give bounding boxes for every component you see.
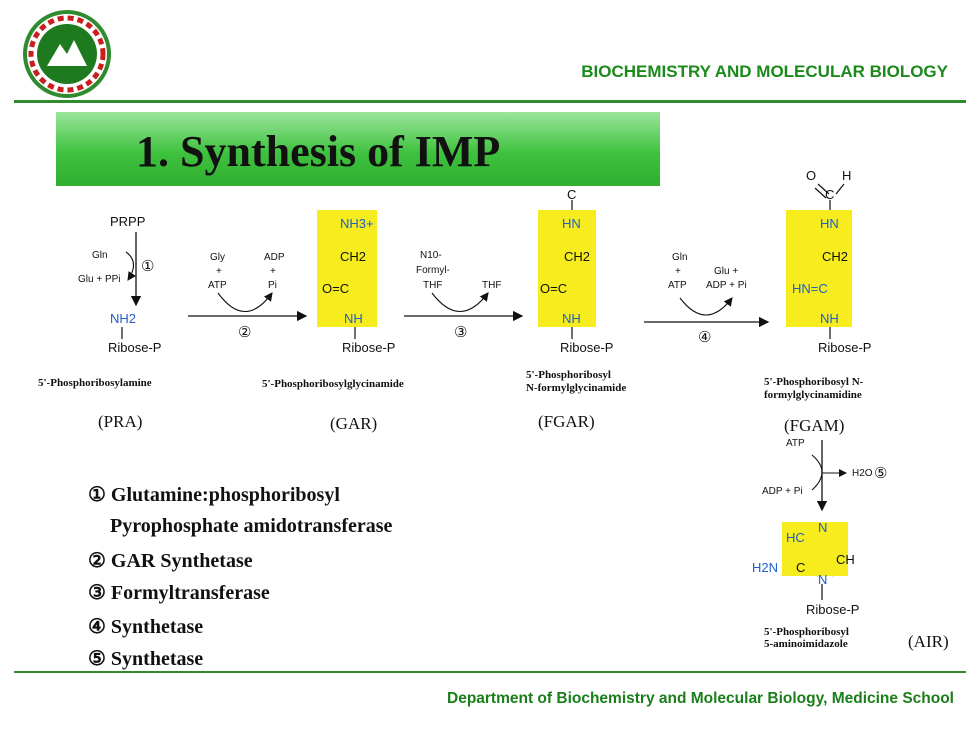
fgar-hn: HN — [562, 216, 581, 231]
plus-3: + — [675, 266, 681, 277]
air-name2: 5-aminoimidazole — [764, 638, 848, 650]
atp-label-4: ATP — [668, 280, 687, 291]
fgar-co: O=C — [540, 281, 568, 296]
fgam-name: 5'-Phosphoribosyl N- — [764, 376, 864, 388]
air-hc: HC — [786, 530, 805, 545]
air-n1: N — [818, 520, 828, 535]
air-n2: N — [818, 572, 828, 587]
slide-title-bar: 1. Synthesis of IMP — [56, 112, 660, 186]
air-abbr: (AIR) — [908, 632, 949, 651]
fgar-ch2: CH2 — [564, 249, 591, 264]
adp-pi-label-4: ADP + Pi — [706, 280, 747, 291]
adp-pi-label-5: ADP + Pi — [762, 486, 803, 497]
slide-title: 1. Synthesis of IMP — [136, 127, 501, 176]
footer-text: Department of Biochemistry and Molecular… — [447, 690, 954, 707]
pra-abbr: (PRA) — [98, 412, 143, 431]
step2-curve — [217, 292, 273, 312]
step1-marker: ① — [141, 258, 155, 275]
gar-abbr: (GAR) — [330, 414, 378, 433]
air-ribose: Ribose-P — [806, 602, 860, 617]
fgam-nh: NH — [820, 311, 839, 326]
university-seal-icon — [23, 10, 111, 98]
step4-curve — [679, 297, 733, 316]
fgar-c: C — [567, 187, 577, 202]
fgar-name: 5'-Phosphoribosyl — [526, 369, 611, 381]
fgar-abbr: (FGAR) — [538, 412, 595, 431]
step3-curve — [431, 292, 489, 312]
gar-co: O=C — [322, 281, 350, 296]
atp-label-5: ATP — [786, 438, 805, 449]
enzyme-1-line2: Pyrophosphate amidotransferase — [110, 515, 393, 537]
thf-label-1: THF — [423, 280, 443, 291]
air-name: 5'-Phosphoribosyl — [764, 626, 849, 638]
plus-2: + — [270, 266, 276, 277]
formyl-label: Formyl- — [416, 265, 450, 276]
step4-marker: ④ — [698, 329, 712, 346]
fgam-abbr: (FGAM) — [784, 416, 845, 435]
gly-label: Gly — [210, 252, 225, 263]
gar-ribose: Ribose-P — [342, 340, 396, 355]
fgam-hn-eq: HN=C — [792, 281, 828, 296]
air-ch: CH — [836, 552, 855, 567]
fgam-ch2: CH2 — [822, 249, 849, 264]
glu-ppi-label: Glu + PPi — [78, 274, 121, 285]
gar-name: 5'-Phosphoribosylglycinamide — [262, 378, 404, 390]
pra-nh2: NH2 — [110, 311, 137, 326]
fgar-highlight — [538, 210, 596, 327]
fgam-hn: HN — [820, 216, 839, 231]
gar-highlight — [317, 210, 377, 327]
step5-curve — [811, 454, 823, 491]
fgam-highlight — [786, 210, 852, 327]
fgam-h: H — [842, 168, 852, 183]
gar-nh: NH — [344, 311, 363, 326]
step3-marker: ③ — [454, 324, 468, 341]
gar-ch2: CH2 — [340, 249, 367, 264]
step2-marker: ② — [238, 324, 252, 341]
pra-ribose: Ribose-P — [108, 340, 162, 355]
air-highlight — [782, 522, 848, 576]
enzyme-3: ③ Formyltransferase — [88, 582, 270, 604]
step1-curve — [125, 251, 136, 281]
gln-label-1: Gln — [92, 250, 108, 261]
air-c: C — [796, 560, 806, 575]
enzyme-4: ④ Synthetase — [88, 616, 204, 638]
prpp-label: PRPP — [110, 214, 146, 229]
air-h2n: H2N — [752, 560, 779, 575]
glu-label: Glu + — [714, 266, 739, 277]
gar-nh3: NH3+ — [340, 216, 374, 231]
thf-label-2: THF — [482, 280, 502, 291]
pi-label: Pi — [268, 280, 277, 291]
university-logo — [20, 10, 114, 103]
enzyme-5: ⑤ Synthetase — [88, 648, 204, 670]
n10-label: N10- — [420, 250, 442, 261]
step5-marker: ⑤ — [874, 465, 888, 482]
enzyme-2: ② GAR Synthetase — [88, 550, 253, 572]
fgar-nh: NH — [562, 311, 581, 326]
footer-divider — [14, 671, 966, 673]
fgar-name2: N-formylglycinamide — [526, 382, 627, 394]
header-divider — [14, 100, 966, 103]
plus-1: + — [216, 266, 222, 277]
gln-label-4: Gln — [672, 252, 688, 263]
header-title: BIOCHEMISTRY AND MOLECULAR BIOLOGY — [581, 62, 948, 81]
fgam-name2: formylglycinamidine — [764, 389, 862, 401]
atp-label-2: ATP — [208, 280, 227, 291]
pra-name: 5'-Phosphoribosylamine — [38, 377, 152, 389]
fgar-ribose: Ribose-P — [560, 340, 614, 355]
fgam-o: O — [806, 168, 817, 183]
enzyme-1-line1: ① Glutamine:phosphoribosyl — [88, 484, 340, 506]
fgam-c: C — [825, 187, 835, 202]
fgam-ribose: Ribose-P — [818, 340, 872, 355]
adp-label: ADP — [264, 252, 285, 263]
h2o-label: H2O — [852, 468, 873, 479]
